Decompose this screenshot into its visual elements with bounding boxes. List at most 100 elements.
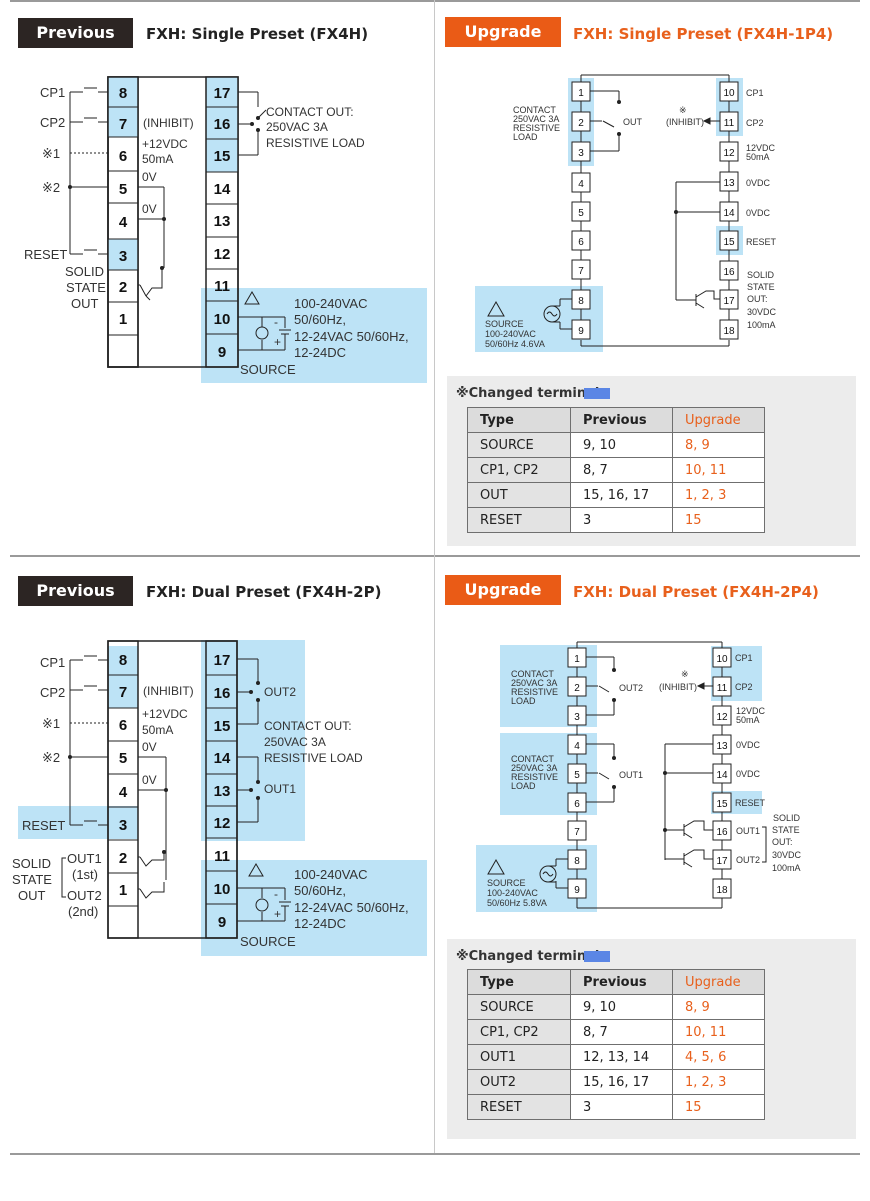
dp-lt-5: 3: [119, 817, 127, 834]
cell-previous: 8, 7: [570, 1019, 673, 1045]
table-row: OUT 15, 16, 17 1, 2, 3: [467, 482, 765, 508]
du-rt-6: 16: [716, 827, 728, 838]
dp-rt-6: 11: [214, 848, 230, 865]
su-rt-0: 10: [723, 88, 735, 99]
table-header-row: Type Previous Upgrade: [467, 969, 765, 995]
su-solid-2: OUT:: [747, 294, 768, 304]
dp-lt-2: 6: [119, 717, 127, 734]
su-lt-3: 4: [578, 179, 584, 190]
cell-upgrade: 10, 11: [672, 1019, 765, 1045]
sp-50ma: 50mA: [142, 152, 173, 166]
du-rt-2: 12: [716, 712, 728, 723]
dp-out2b: (2nd): [68, 904, 98, 919]
dp-solid1: SOLID: [12, 856, 51, 871]
bottom-rule: [10, 1153, 860, 1155]
dp-lt-1: 7: [119, 684, 127, 701]
cell-previous: 3: [570, 1094, 673, 1120]
table-header-row: Type Previous Upgrade: [467, 407, 765, 433]
su-lt-4: 5: [578, 208, 584, 219]
table-row: SOURCE 9, 10 8, 9: [467, 994, 765, 1020]
cell-type: SOURCE: [467, 994, 571, 1020]
du-12v-1: 50mA: [736, 715, 760, 725]
du-inhibit-mark: ※: [681, 669, 689, 679]
cell-upgrade: 8, 9: [672, 994, 765, 1020]
cell-previous: 9, 10: [570, 994, 673, 1020]
sp-rt-8: 9: [218, 344, 226, 361]
dp-rt-7: 10: [214, 881, 231, 898]
du-lt-8: 9: [574, 885, 580, 896]
top-rule: [10, 0, 860, 2]
cell-type: OUT1: [467, 1044, 571, 1070]
cell-previous: 8, 7: [570, 457, 673, 483]
dp-rt-1: 16: [214, 685, 231, 702]
cell-upgrade: 8, 9: [672, 432, 765, 458]
du-rt-0: 10: [716, 654, 728, 665]
dp-out2-right: OUT2: [264, 685, 296, 699]
su-solid-1: STATE: [747, 282, 775, 292]
dp-out2: OUT2: [67, 888, 102, 903]
sp-lt-2: 6: [119, 148, 127, 165]
su-reset: RESET: [746, 237, 777, 247]
cell-previous: 3: [570, 507, 673, 533]
sp-rt-1: 16: [214, 116, 231, 133]
dp-0v-a: 0V: [142, 740, 157, 754]
du-src-0: SOURCE: [487, 878, 526, 888]
title-single-previous: FXH: Single Preset (FX4H): [146, 25, 369, 43]
su-rt-7: 17: [723, 296, 735, 307]
du-lt-4: 5: [574, 770, 580, 781]
du-rt-3: 13: [716, 741, 728, 752]
cell-upgrade: 1, 2, 3: [672, 482, 765, 508]
su-rt-4: 14: [723, 208, 735, 219]
th-previous: Previous: [570, 407, 673, 433]
sp-pol-minus: -: [274, 315, 278, 329]
su-contact-0: CONTACT: [513, 105, 556, 115]
changed-terminal-heading-dual: ※Changed terminal: [456, 949, 600, 964]
du-lt-0: 1: [574, 654, 580, 665]
du-c1-3: LOAD: [511, 781, 536, 791]
changed-terminal-table-single: Type Previous Upgrade SOURCE 9, 10 8, 9 …: [467, 407, 765, 533]
du-cp1: CP1: [735, 653, 753, 663]
su-contact-1: 250VAC 3A: [513, 114, 559, 124]
sp-0v-a: 0V: [142, 170, 157, 184]
cell-upgrade: 1, 2, 3: [672, 1069, 765, 1095]
table-row: CP1, CP2 8, 7 10, 11: [467, 1019, 765, 1045]
dp-out1: OUT1: [67, 851, 102, 866]
du-12v-0: 12VDC: [736, 706, 766, 716]
su-solid-4: 100mA: [747, 320, 776, 330]
du-c1-0: CONTACT: [511, 754, 554, 764]
sp-src-3: 12-24DC: [294, 345, 346, 360]
table-row: OUT2 15, 16, 17 1, 2, 3: [467, 1069, 765, 1095]
du-c2-0: CONTACT: [511, 669, 554, 679]
du-c2-1: 250VAC 3A: [511, 678, 557, 688]
dp-src-2: 12-24VAC 50/60Hz,: [294, 900, 409, 915]
su-rt-3: 13: [723, 178, 735, 189]
sp-cp2: CP2: [40, 115, 65, 130]
th-type: Type: [467, 407, 571, 433]
su-lt-6: 7: [578, 266, 584, 277]
du-src-2: 50/60Hz 5.8VA: [487, 898, 547, 908]
cell-previous: 15, 16, 17: [570, 482, 673, 508]
cell-type: OUT2: [467, 1069, 571, 1095]
su-src-0: SOURCE: [485, 319, 524, 329]
su-inhibit: (INHIBIT): [666, 117, 704, 127]
th-upgrade: Upgrade: [672, 969, 765, 995]
sp-contact-0: CONTACT OUT:: [266, 105, 354, 119]
du-lt-7: 8: [574, 856, 580, 867]
du-lt-2: 3: [574, 712, 580, 723]
su-rt-5: 15: [723, 237, 735, 248]
title-dual-previous: FXH: Dual Preset (FX4H-2P): [146, 583, 382, 601]
du-zero1: 0VDC: [736, 740, 761, 750]
du-c1-2: RESISTIVE: [511, 772, 558, 782]
sp-solid2: STATE: [66, 280, 106, 295]
du-c1-1: 250VAC 3A: [511, 763, 557, 773]
sp-cp1: CP1: [40, 85, 65, 100]
dp-solid2: STATE: [12, 872, 52, 887]
changed-terminal-swatch-dual: [584, 951, 610, 962]
sp-pol-plus: +: [274, 335, 281, 349]
sp-lt-3: 5: [119, 181, 127, 198]
du-c2-3: LOAD: [511, 696, 536, 706]
dp-lt-7: 1: [119, 882, 127, 899]
su-lt-8: 9: [578, 326, 584, 337]
dp-cp1: CP1: [40, 655, 65, 670]
sp-lt-6: 2: [119, 279, 127, 296]
